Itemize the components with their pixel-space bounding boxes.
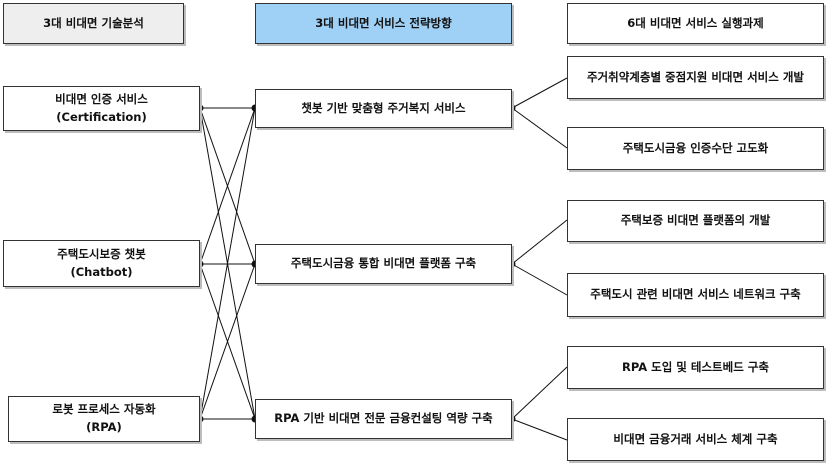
task-box-authentication: 주택도시금융 인증수단 고도화 (567, 127, 824, 170)
connector-tech3-strategy1 (199, 107, 256, 420)
connector-strategy2-task3 (511, 219, 568, 265)
header-service-strategy-label: 3대 비대면 서비스 전략방향 (315, 15, 452, 30)
strategy-box-label: RPA 기반 비대면 전문 금융컨설팅 역량 구축 (274, 411, 493, 426)
tech-box-chatbot: 주택도시보증 챗봇 (Chatbot) (3, 240, 200, 287)
task-box-vulnerable-groups: 주거취약계층별 중점지원 비대면 서비스 개발 (567, 56, 824, 99)
connector-strategy1-task1 (511, 77, 568, 109)
task-box-label: 주택보증 비대면 플랫폼의 개발 (620, 213, 771, 228)
connector-strategy2-task4 (511, 263, 568, 296)
task-box-service-network: 주택도시 관련 비대면 서비스 네트워크 구축 (567, 273, 824, 317)
tech-box-certification-name: 비대면 인증 서비스 (55, 91, 148, 106)
connector-tech2-strategy1 (199, 107, 256, 265)
strategy-box-rpa-consulting: RPA 기반 비대면 전문 금융컨설팅 역량 구축 (255, 399, 512, 439)
header-technology-analysis-label: 3대 비대면 기술분석 (43, 15, 144, 30)
connector-strategy3-task5 (511, 366, 568, 420)
header-service-strategy: 3대 비대면 서비스 전략방향 (255, 3, 512, 44)
tech-box-rpa: 로봇 프로세스 자동화 (RPA) (8, 396, 200, 442)
connector-strategy1-task2 (511, 107, 568, 149)
header-execution-tasks-label: 6대 비대면 서비스 실행과제 (627, 15, 764, 30)
strategy-box-label: 주택도시금융 통합 비대면 플랫폼 구축 (290, 256, 477, 271)
task-box-label: 비대면 금융거래 서비스 체계 구축 (613, 431, 778, 446)
tech-box-rpa-name: 로봇 프로세스 자동화 (52, 402, 156, 417)
task-box-label: 주택도시 관련 비대면 서비스 네트워크 구축 (590, 287, 801, 302)
tech-box-chatbot-sub: (Chatbot) (70, 264, 133, 279)
strategy-box-integrated-platform: 주택도시금융 통합 비대면 플랫폼 구축 (255, 244, 512, 284)
task-box-label: 주택도시금융 인증수단 고도화 (622, 140, 769, 155)
connector-strategy3-task6 (511, 418, 568, 441)
strategy-box-label: 챗봇 기반 맞춤형 주거복지 서비스 (301, 100, 466, 115)
task-box-financial-transaction: 비대면 금융거래 서비스 체계 구축 (567, 418, 824, 461)
task-box-label: RPA 도입 및 테스트베드 구축 (622, 359, 769, 374)
strategy-box-chatbot-housing-welfare: 챗봇 기반 맞춤형 주거복지 서비스 (255, 89, 512, 128)
header-execution-tasks: 6대 비대면 서비스 실행과제 (567, 3, 824, 44)
tech-box-chatbot-name: 주택도시보증 챗봇 (57, 246, 146, 261)
tech-box-certification-sub: (Certification) (56, 109, 147, 124)
tech-box-rpa-sub: (RPA) (86, 420, 122, 434)
task-box-guarantee-platform: 주택보증 비대면 플랫폼의 개발 (567, 200, 824, 242)
header-technology-analysis: 3대 비대면 기술분석 (3, 3, 184, 44)
tech-box-certification: 비대면 인증 서비스 (Certification) (3, 86, 200, 131)
task-box-rpa-testbed: RPA 도입 및 테스트베드 구축 (567, 346, 824, 389)
task-box-label: 주거취약계층별 중점지원 비대면 서비스 개발 (586, 69, 805, 84)
connector-tech3-strategy2 (199, 263, 256, 420)
